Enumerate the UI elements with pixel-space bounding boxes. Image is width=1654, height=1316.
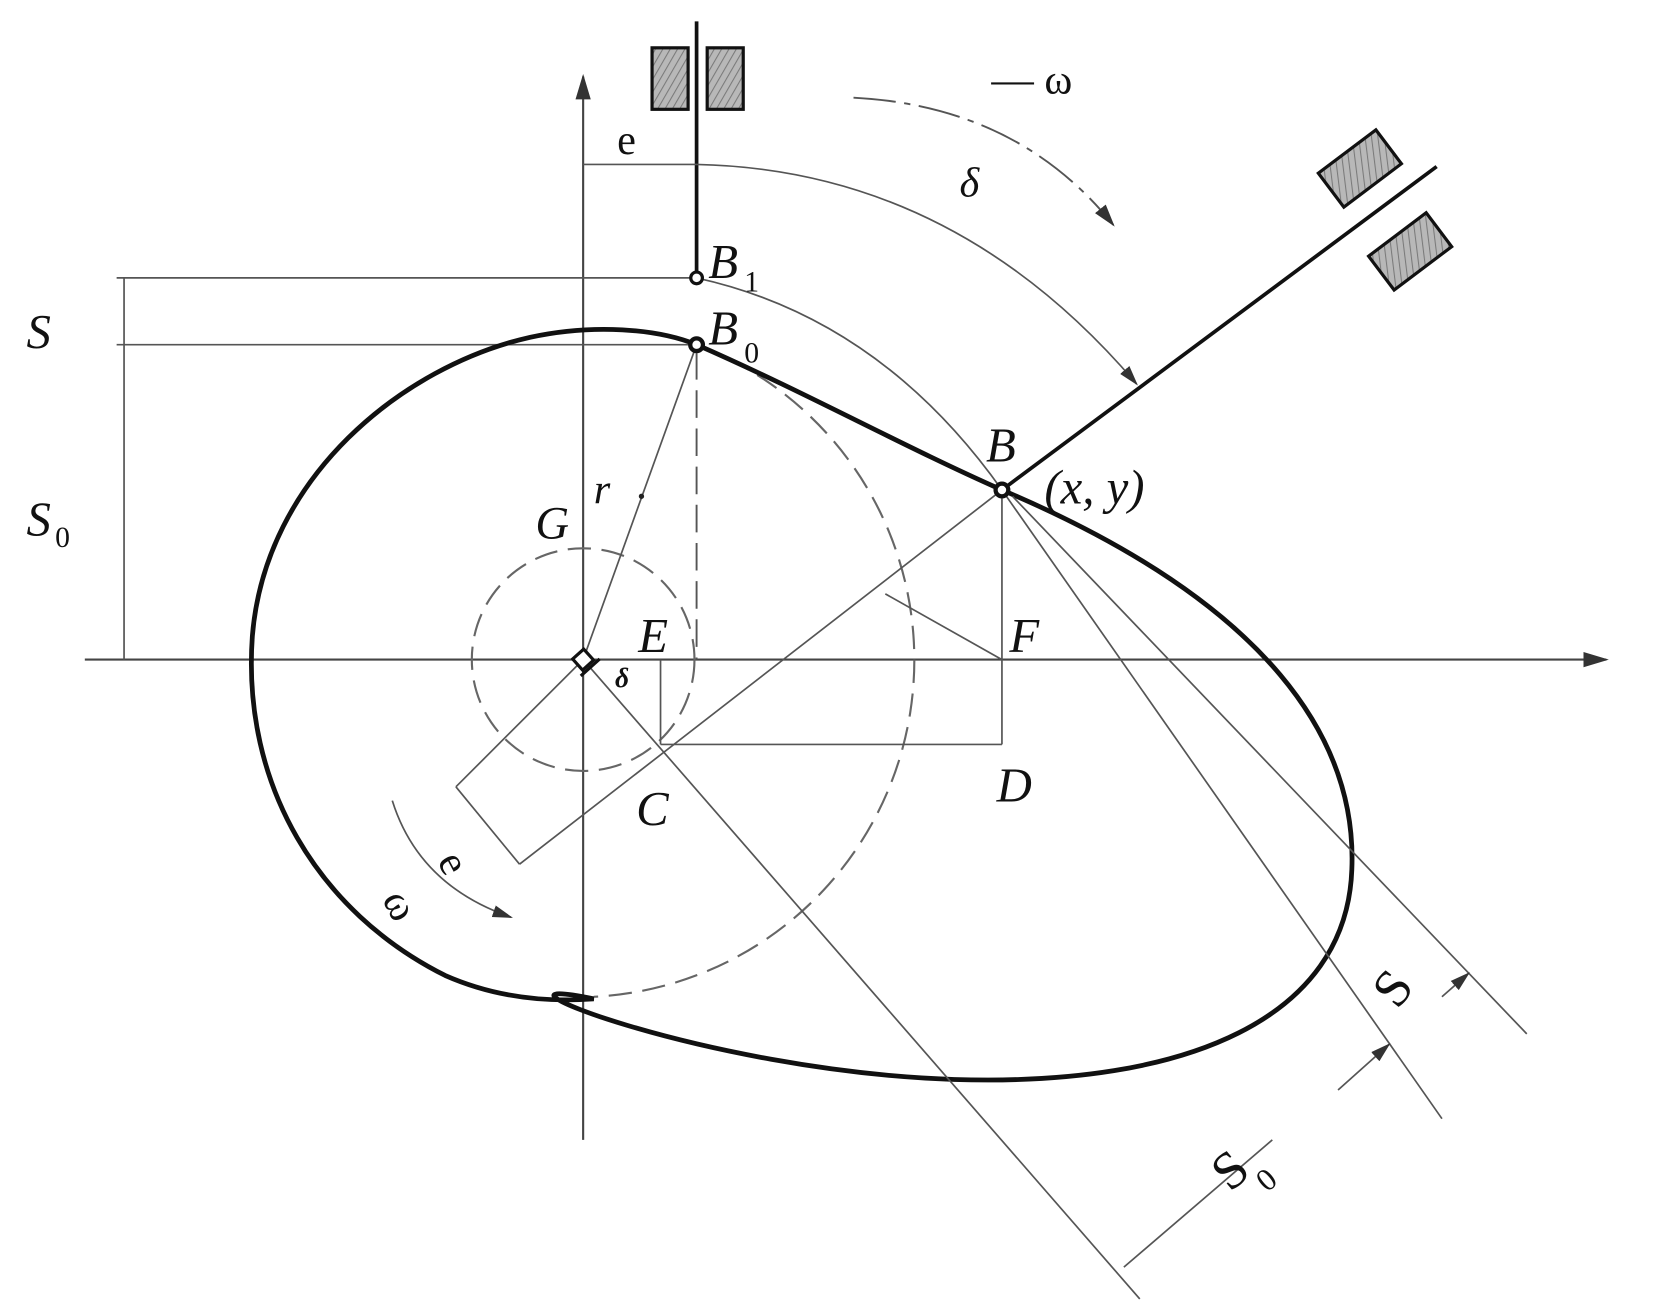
inclined-bushing-upper <box>1316 127 1404 210</box>
label-G: G <box>535 498 569 550</box>
label-S-left: S <box>27 305 51 359</box>
label-B1-sub: 1 <box>744 267 759 299</box>
inclined-follower <box>1000 165 1438 492</box>
label-omega-bottom: ω <box>373 882 428 929</box>
label-B1: B <box>708 235 738 289</box>
label-r: r <box>594 467 611 514</box>
s-dimension-line <box>1441 972 1470 998</box>
label-B: B <box>986 418 1016 472</box>
label-E: E <box>637 609 668 663</box>
label-e-bottom: e <box>428 844 478 883</box>
delta-arc <box>696 163 1138 386</box>
s0-dimension-line-2 <box>1337 1043 1391 1091</box>
label-C: C <box>636 782 669 836</box>
r-line <box>582 344 698 660</box>
omega-arrow-bottom <box>391 800 513 919</box>
bushing-right <box>705 46 745 111</box>
label-omega-top: — ω <box>990 56 1072 103</box>
bushing-left <box>650 46 690 111</box>
label-B0-sub: 0 <box>744 338 759 370</box>
point-B0 <box>688 336 706 354</box>
label-S0-left-sub: 0 <box>55 522 70 554</box>
omega-arrow-top <box>853 96 1115 227</box>
c-b-line <box>519 489 1003 865</box>
inclined-bushing-lower <box>1366 210 1454 293</box>
label-S0-left: S <box>27 493 51 547</box>
point-B1 <box>689 270 705 286</box>
label-F: F <box>1008 609 1040 663</box>
label-delta-top: δ <box>960 159 981 206</box>
e-rect-side-2 <box>455 786 521 865</box>
label-xy: (x, y) <box>1044 461 1144 515</box>
base-circle-arc <box>593 343 916 998</box>
circle-f-line <box>884 593 1003 661</box>
e-rect-side-1 <box>455 658 584 788</box>
offset-circle <box>470 547 696 772</box>
label-delta-small: δ <box>615 662 629 693</box>
o-c-extended-line <box>582 659 1141 1300</box>
pivot-icon <box>570 646 601 678</box>
b-parallel-line <box>1011 495 1528 1035</box>
cam-profile <box>249 327 1355 1083</box>
label-S-right: S <box>1361 959 1425 1018</box>
point-B <box>993 481 1011 499</box>
b1-b-arc <box>696 277 1003 491</box>
label-B0: B <box>708 302 738 356</box>
label-e-top: e <box>617 117 636 164</box>
s0-dimension-line <box>1123 1139 1273 1268</box>
label-D: D <box>996 759 1032 813</box>
r-dot <box>638 493 645 499</box>
b-normal-line <box>1001 489 1443 1120</box>
